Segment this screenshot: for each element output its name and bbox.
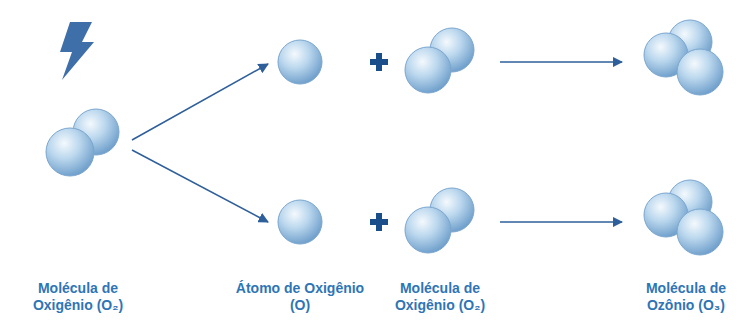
upper-reaction <box>278 20 723 95</box>
oxygen-molecule <box>405 188 474 253</box>
branch-arrow <box>132 150 268 222</box>
plus-sign <box>370 53 388 71</box>
reaction-arrow <box>500 61 622 63</box>
reaction-arrow <box>500 221 622 223</box>
lightning-bolt <box>60 22 94 80</box>
oxygen-molecule <box>405 28 474 93</box>
ozone-molecule <box>644 20 723 95</box>
plus-sign <box>370 213 388 231</box>
oxygen-atom <box>278 40 322 84</box>
lower-reaction <box>278 180 723 255</box>
oxygen-atom <box>278 200 322 244</box>
molecule-label: Molécula de Oxigênio (O₂) <box>13 280 143 314</box>
branch-arrow <box>132 64 268 140</box>
oxygen-molecule <box>46 109 119 176</box>
ozone-molecule <box>644 180 723 255</box>
molecule-label: Átomo de Oxigênio (O) <box>235 280 365 314</box>
molecule-label: Molécula de Oxigênio (O₂) <box>375 280 505 314</box>
molecule-label: Molécula de Ozônio (O₃) <box>625 280 747 314</box>
